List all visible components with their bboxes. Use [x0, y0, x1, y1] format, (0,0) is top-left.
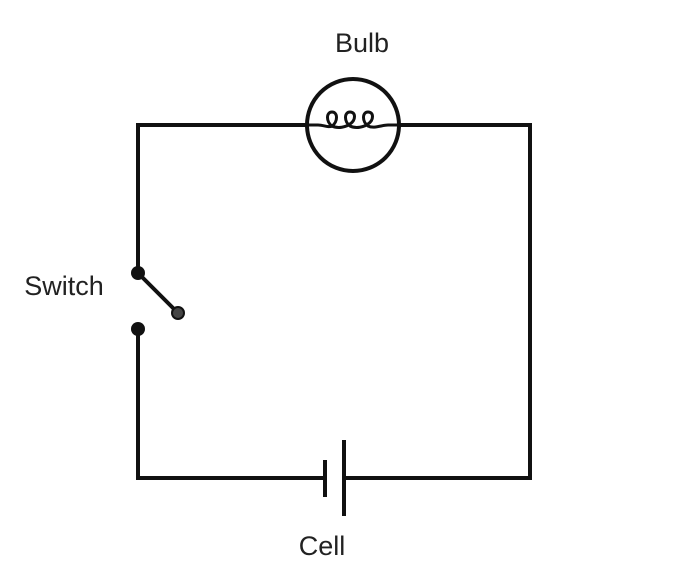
- wire-top-left: [136, 123, 306, 273]
- cell-label: Cell: [299, 531, 346, 561]
- wire-top-right: [344, 123, 532, 480]
- switch-contact: [171, 306, 185, 320]
- bulb-label: Bulb: [335, 28, 389, 58]
- switch-top-terminal: [131, 266, 145, 280]
- switch-label: Switch: [24, 271, 104, 301]
- bulb-filament: [308, 110, 398, 129]
- bulb-icon: [305, 77, 401, 173]
- switch-bottom-terminal: [131, 322, 145, 336]
- switch-lever: [136, 271, 180, 315]
- wire-bottom-left: [136, 329, 325, 480]
